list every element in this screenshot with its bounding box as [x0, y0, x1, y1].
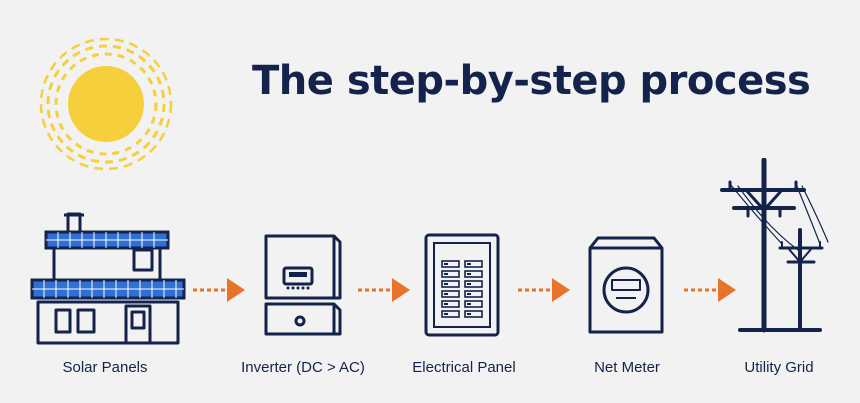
step-label-net-meter: Net Meter	[594, 359, 660, 376]
sun-icon	[39, 37, 173, 171]
arrow-right-icon	[193, 278, 245, 302]
step-label-inverter: Inverter (DC > AC)	[241, 359, 365, 376]
page-title: The step-by-step process	[252, 58, 811, 104]
utility-pole-icon	[720, 158, 829, 333]
house-with-solar-panels-icon	[30, 212, 186, 345]
net-meter-icon	[588, 236, 664, 334]
electrical-panel-icon	[424, 233, 500, 337]
inverter-icon	[264, 234, 342, 336]
step-label-electrical-panel: Electrical Panel	[412, 359, 516, 376]
arrow-right-icon	[358, 278, 410, 302]
arrow-right-icon	[518, 278, 570, 302]
step-label-solar-panels: Solar Panels	[62, 359, 148, 376]
arrow-right-icon	[684, 278, 736, 302]
step-label-utility-grid: Utility Grid	[744, 359, 814, 376]
